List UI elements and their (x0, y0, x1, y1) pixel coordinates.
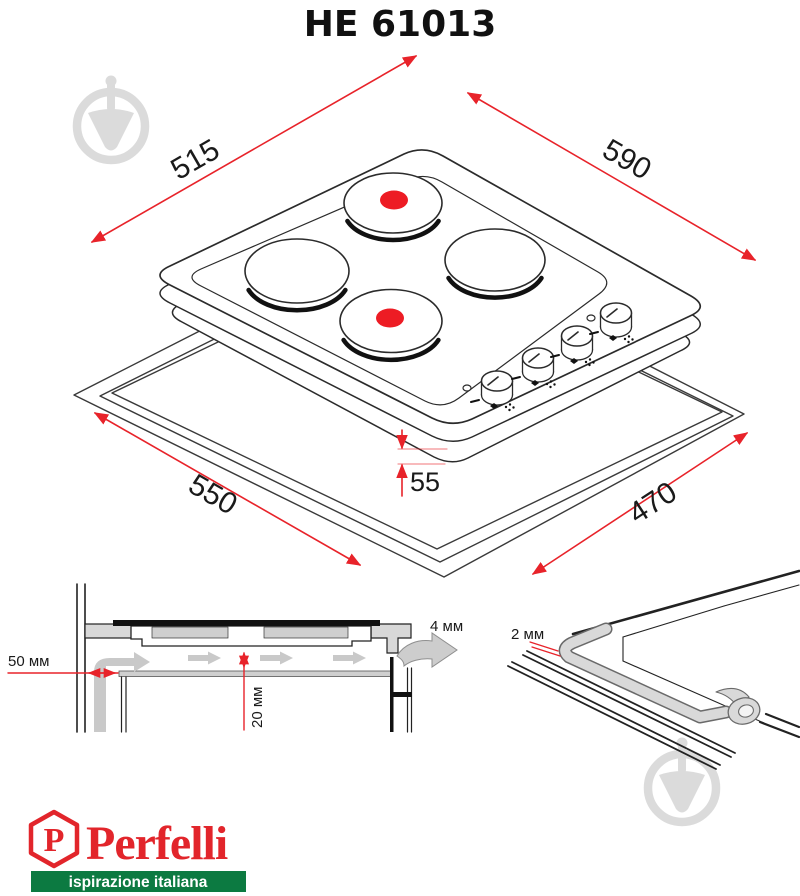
hexagon-badge (28, 809, 80, 869)
dim-line-550 (93, 412, 362, 566)
label-seal-thickness: 2 мм (511, 626, 544, 643)
burner-front (339, 288, 443, 363)
brand-logo: P Perfelli ispirazione italiana (28, 809, 246, 892)
tagline-banner (31, 871, 246, 892)
label-shelf-gap: 20 мм (249, 687, 266, 728)
label-wall-gap: 50 мм (8, 653, 49, 670)
seal-roll (715, 687, 761, 725)
hot-indicator (380, 190, 408, 210)
seal-edge-detail: 2 мм (507, 569, 800, 770)
isometric-hob-drawing: 515 590 550 470 55 (73, 55, 757, 578)
page-title: HE 61013 (303, 4, 497, 45)
indicator-lamp (586, 314, 596, 322)
dim-515: 515 (165, 133, 225, 187)
brand-name: Perfelli (86, 817, 228, 870)
control-knobs (462, 302, 635, 413)
seal-gasket (558, 622, 733, 724)
brand-monogram: P (44, 822, 65, 859)
installation-cross-section: 50 мм 20 мм 4 мм (7, 583, 463, 733)
dim-line-470 (531, 432, 749, 575)
dim-line-590 (466, 92, 757, 261)
dim-line-515 (90, 55, 418, 243)
burner-right (444, 228, 546, 300)
dim-55: 55 (410, 467, 440, 497)
dim-470: 470 (623, 476, 683, 531)
dim-550: 550 (183, 468, 243, 522)
burner-back (343, 172, 443, 243)
burner-left (244, 238, 350, 313)
hot-indicator (376, 308, 404, 328)
indicator-lamp (462, 384, 472, 392)
brand-tagline: ispirazione italiana (69, 874, 208, 891)
vent-escape-arrow (396, 632, 458, 668)
hob-surface-strip (113, 620, 380, 626)
dimension-lines (90, 55, 757, 575)
airflow-arrows (94, 632, 458, 732)
label-rear-gap: 4 мм (430, 618, 463, 635)
dim-590: 590 (597, 133, 657, 187)
